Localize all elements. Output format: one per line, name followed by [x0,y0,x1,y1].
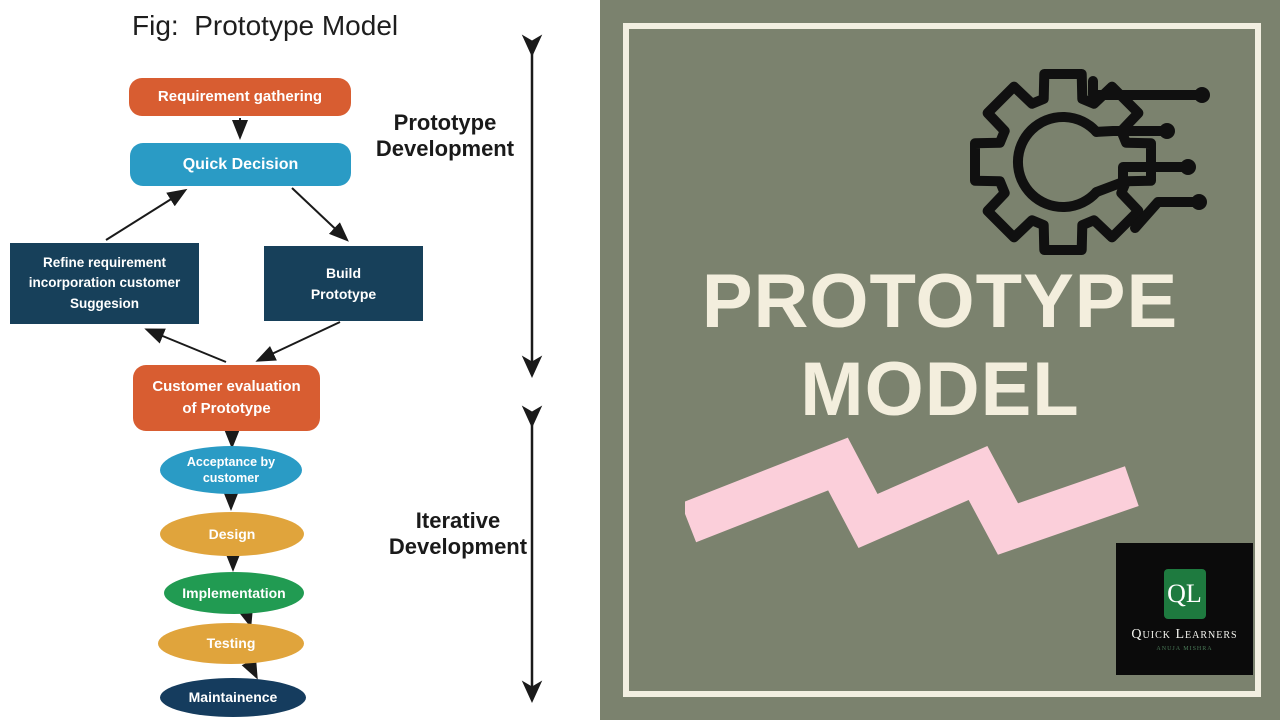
main-title-line2: MODEL [800,347,1080,432]
node-maintainence: Maintainence [160,678,306,717]
node-testing: Testing [158,623,304,664]
arrow-refine-to-decision [105,188,188,241]
circuit-line-1 [1088,76,1207,100]
logo-monogram: QL [1167,579,1202,608]
circuit-dot-2 [1159,123,1175,139]
title-card-panel: PROTOTYPE MODEL QL Quick Learners ANUJA … [600,0,1280,720]
pink-scribble [685,437,1139,555]
circuit-dot-1 [1194,87,1210,103]
flow-arrows [105,34,543,703]
main-title-line1: PROTOTYPE [701,259,1179,344]
phase-label-iterative-development: Iterative Development [388,508,528,560]
circuit-dot-3 [1180,159,1196,175]
prototype-model-diagram: Fig: Prototype Model [0,0,600,720]
gear-outline [970,69,1156,255]
arrow-decision-to-build [291,187,349,242]
circuit-line-3 [1091,162,1193,198]
phase-label-prototype-development: Prototype Development [375,110,515,162]
arrow-build-to-evaluation [255,321,341,362]
decorative-frame [623,23,1261,697]
node-implementation: Implementation [164,572,304,614]
gear-circuit-icon [970,69,1210,255]
circuit-line-4 [1130,197,1204,233]
node-design: Design [160,512,304,556]
node-customer-evaluation: Customer evaluation of Prototype [133,365,320,431]
arrow-testing-to-maintainence [241,658,258,680]
main-title: PROTOTYPE MODEL [600,258,1280,434]
node-acceptance-by-customer: Acceptance by customer [160,446,302,494]
node-refine-requirement: Refine requirement incorporation custome… [10,243,199,324]
node-build-prototype: Build Prototype [264,246,423,321]
arrow-evaluation-to-refine [144,328,227,363]
node-requirement-gathering: Requirement gathering [129,78,351,116]
circuit-dot-4 [1191,194,1207,210]
quick-learners-logo: QL Quick Learners ANUJA MISHRA [1116,543,1253,675]
node-quick-decision: Quick Decision [130,143,351,186]
figure-title: Fig: Prototype Model [132,10,399,41]
logo-name: Quick Learners [1131,627,1238,642]
logo-tagline: ANUJA MISHRA [1156,646,1213,652]
circuit-line-2 [1091,126,1172,137]
gear-inner-circle [1013,112,1102,212]
arrow-implementation-to-testing [237,606,254,628]
logo-monogram-badge: QL [1163,569,1206,619]
